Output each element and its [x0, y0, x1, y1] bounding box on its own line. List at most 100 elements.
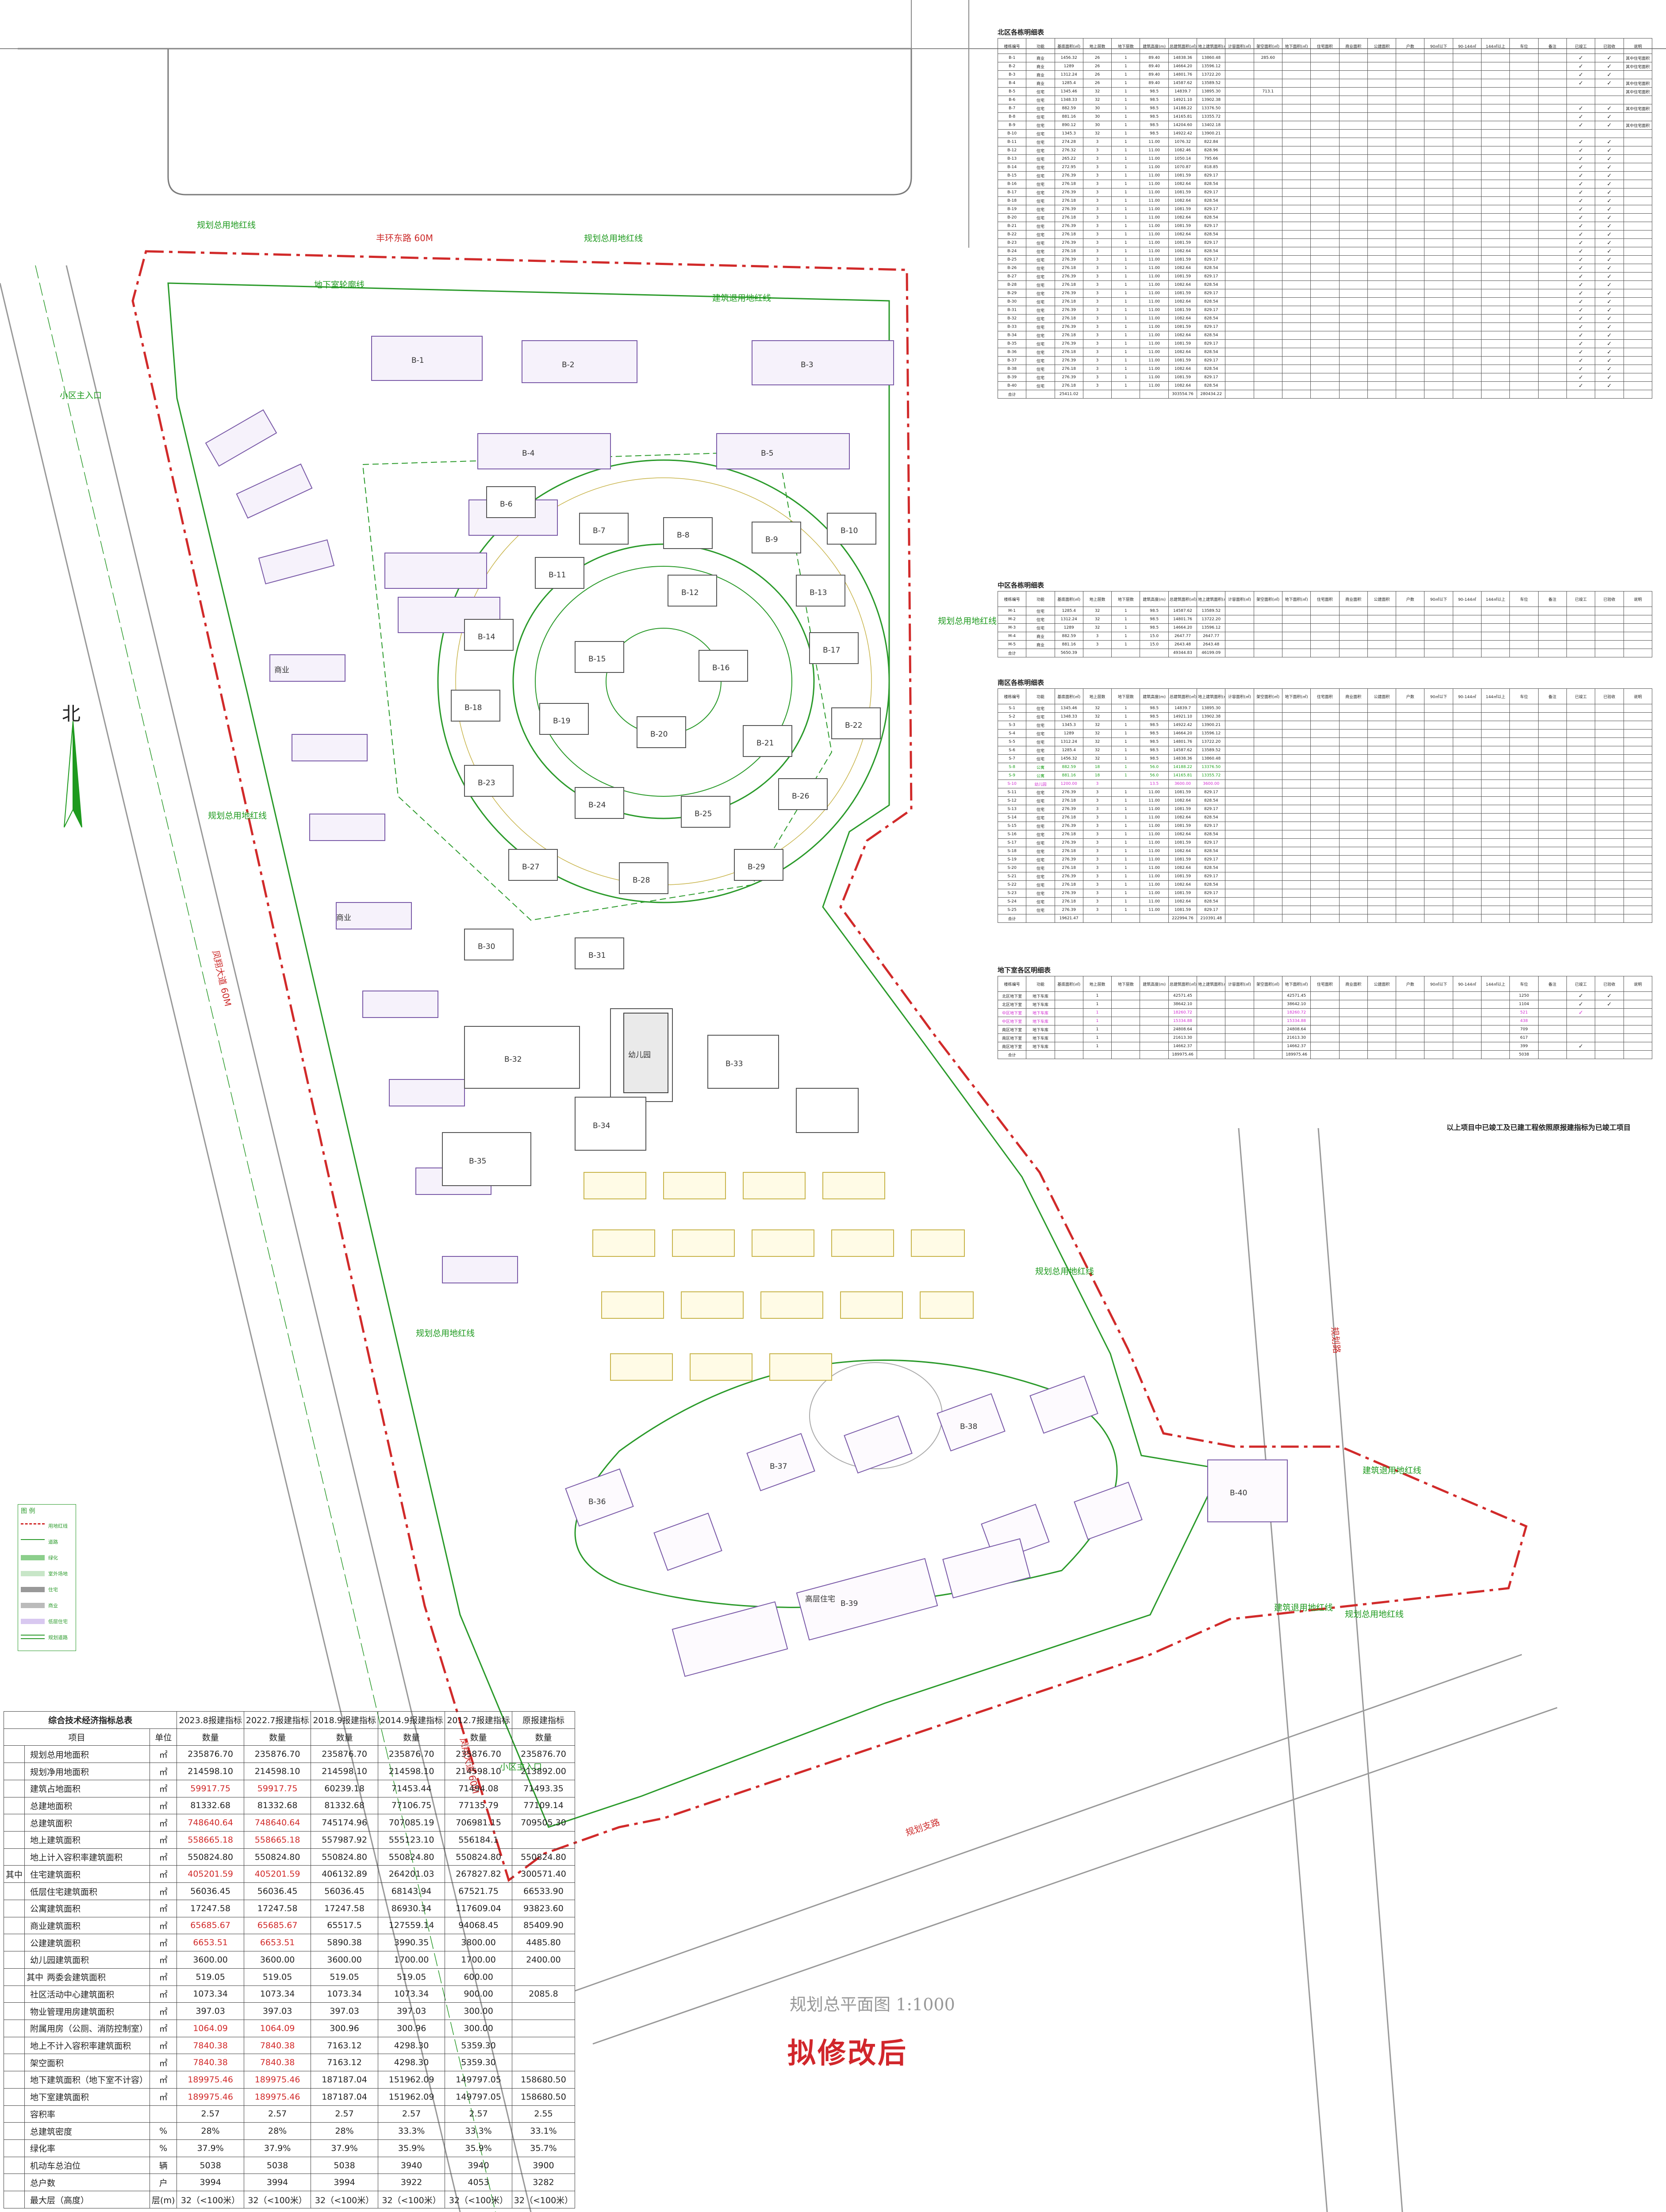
schedule-cell: B-21	[997, 222, 1027, 230]
schedule-cell	[1310, 830, 1340, 839]
schedule-cell	[1367, 87, 1397, 96]
schedule-cell	[1339, 230, 1368, 239]
summary-value: 7163.12	[311, 2054, 378, 2072]
schedule-cell	[1396, 121, 1425, 130]
schedule-cell: 商业	[1026, 632, 1055, 641]
schedule-cell	[1424, 112, 1453, 121]
summary-value: 37.9%	[243, 2139, 311, 2157]
schedule-cell: 3	[1083, 247, 1112, 256]
schedule-cell: 13589.52	[1197, 79, 1226, 88]
south-schedule: 南区各栋明细表 楼栋编号功能基底面积(㎡)地上层数地下层数建筑高度(m)总建筑面…	[997, 677, 1653, 923]
summary-row: 总建筑密度%28%28%28%33.3%33.3%33.1%	[3, 2122, 576, 2140]
schedule-cell	[1225, 721, 1254, 730]
schedule-cell	[1595, 872, 1624, 881]
schedule-cell: 1	[1111, 138, 1140, 146]
schedule-cell	[1282, 121, 1311, 130]
schedule-cell: B-13	[997, 154, 1027, 163]
schedule-cell	[1339, 640, 1368, 649]
summary-subheader: 数量	[311, 1728, 378, 1746]
schedule-cell: 14664.20	[1168, 729, 1198, 738]
schedule-cell: 1	[1111, 754, 1140, 763]
summary-value: 5890.38	[311, 1934, 378, 1952]
schedule-cell	[1339, 373, 1368, 382]
schedule-cell: ✓	[1595, 54, 1624, 62]
schedule-cell	[1225, 365, 1254, 373]
schedule-cell	[1509, 163, 1539, 172]
schedule-cell	[1310, 721, 1340, 730]
schedule-cell	[1367, 146, 1397, 155]
schedule-cell: 2643.48	[1168, 640, 1198, 649]
schedule-cell	[1111, 991, 1140, 1000]
schedule-cell	[1253, 880, 1282, 889]
schedule-cell: 829.17	[1197, 188, 1226, 197]
schedule-cell: 住宅	[1026, 721, 1055, 730]
schedule-cell: 829.17	[1197, 323, 1226, 331]
schedule-cell	[1452, 238, 1482, 247]
schedule-cell: 828.54	[1197, 796, 1226, 805]
schedule-cell: 3	[1083, 213, 1112, 222]
schedule-cell	[1310, 623, 1340, 632]
schedule-cell	[1282, 729, 1311, 738]
schedule-cell: ✓	[1595, 991, 1624, 1000]
schedule-cell: 46199.09	[1197, 649, 1226, 657]
schedule-cell: 1289	[1054, 623, 1083, 632]
schedule-cell: 1081.59	[1168, 805, 1198, 814]
schedule-cell	[1481, 129, 1510, 138]
schedule-cell	[1339, 623, 1368, 632]
schedule-cell: 3	[1083, 365, 1112, 373]
schedule-cell	[1310, 297, 1340, 306]
schedule-cell	[1396, 822, 1425, 830]
summary-item-name: 机动车总泊位	[24, 2156, 150, 2174]
schedule-cell: ✓	[1595, 180, 1624, 188]
schedule-cell	[1424, 704, 1453, 713]
schedule-cell	[1509, 188, 1539, 197]
schedule-cell: 709	[1509, 1025, 1539, 1034]
summary-value: 2.57	[177, 2105, 244, 2123]
schedule-cell	[1509, 146, 1539, 155]
schedule-cell	[1481, 1000, 1510, 1009]
schedule-cell	[1396, 838, 1425, 847]
schedule-cell: 合计	[997, 649, 1027, 657]
schedule-cell	[1509, 649, 1539, 657]
summary-value: 65517.5	[311, 1916, 378, 1935]
schedule-cell	[1310, 889, 1340, 898]
summary-value: 187187.04	[311, 2088, 378, 2106]
schedule-cell	[1225, 813, 1254, 822]
schedule-cell: 98.5	[1140, 623, 1169, 632]
schedule-cell: 南区地下室	[997, 1033, 1027, 1042]
schedule-header: 功能	[1026, 38, 1055, 54]
schedule-cell	[1623, 763, 1653, 772]
schedule-cell	[1225, 87, 1254, 96]
schedule-cell	[1225, 704, 1254, 713]
schedule-header: 架空面积(㎡)	[1253, 976, 1282, 992]
schedule-header: 车位	[1509, 591, 1539, 607]
schedule-header: 商业面积	[1339, 688, 1368, 704]
schedule-cell	[1509, 872, 1539, 881]
schedule-cell	[1310, 163, 1340, 172]
summary-group	[3, 2122, 25, 2140]
schedule-cell	[1595, 1033, 1624, 1042]
schedule-cell	[1339, 1017, 1368, 1025]
schedule-header: 公建面积	[1367, 976, 1397, 992]
schedule-header: 建筑高度(m)	[1140, 591, 1169, 607]
schedule-header: 功能	[1026, 688, 1055, 704]
schedule-cell: 890.12	[1054, 121, 1083, 130]
summary-group	[3, 1831, 25, 1849]
schedule-cell	[1595, 763, 1624, 772]
schedule-cell: 1081.59	[1168, 889, 1198, 898]
schedule-cell: 1348.33	[1054, 712, 1083, 721]
schedule-cell	[1225, 830, 1254, 839]
schedule-cell	[1367, 746, 1397, 755]
schedule-cell	[1339, 54, 1368, 62]
schedule-cell	[1481, 889, 1510, 898]
south-schedule-title: 南区各栋明细表	[998, 679, 1044, 687]
schedule-cell: 98.5	[1140, 729, 1169, 738]
schedule-cell	[1566, 607, 1596, 615]
